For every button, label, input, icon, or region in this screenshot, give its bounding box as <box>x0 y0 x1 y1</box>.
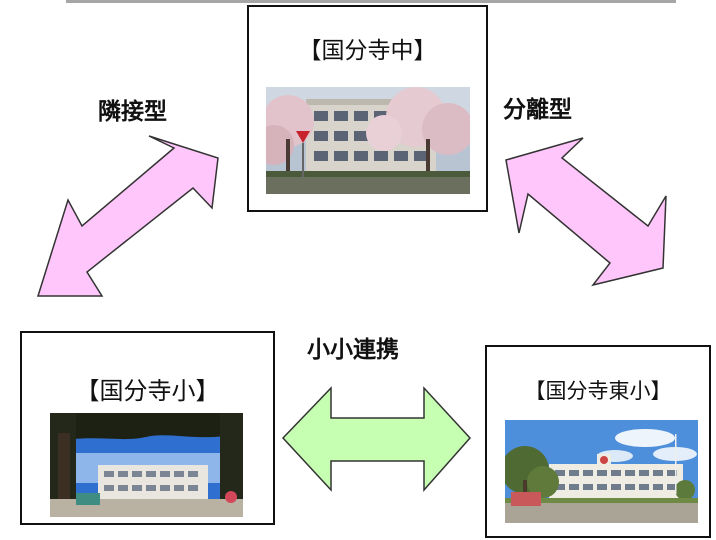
school-title-east-elementary: 【国分寺東小】 <box>524 379 672 403</box>
label-separate-type: 分離型 <box>503 97 572 123</box>
elementary-link-double-arrow <box>281 386 472 492</box>
school-photo-east-elementary <box>505 420 698 523</box>
school-title-elementary: 【国分寺小】 <box>75 377 220 405</box>
separate-double-arrow <box>505 137 667 287</box>
label-adjacent-type: 隣接型 <box>98 99 167 125</box>
school-box-east-elementary: 【国分寺東小】 <box>485 345 711 538</box>
school-title-middle: 【国分寺中】 <box>298 38 437 64</box>
school-box-middle: 【国分寺中】 <box>247 5 488 212</box>
school-photo-middle <box>266 87 470 194</box>
school-box-elementary: 【国分寺小】 <box>20 331 275 525</box>
label-elementary-link: 小小連携 <box>307 337 399 363</box>
school-photo-elementary <box>50 413 243 517</box>
adjacent-double-arrow <box>36 135 219 297</box>
top-divider-line <box>66 0 676 3</box>
